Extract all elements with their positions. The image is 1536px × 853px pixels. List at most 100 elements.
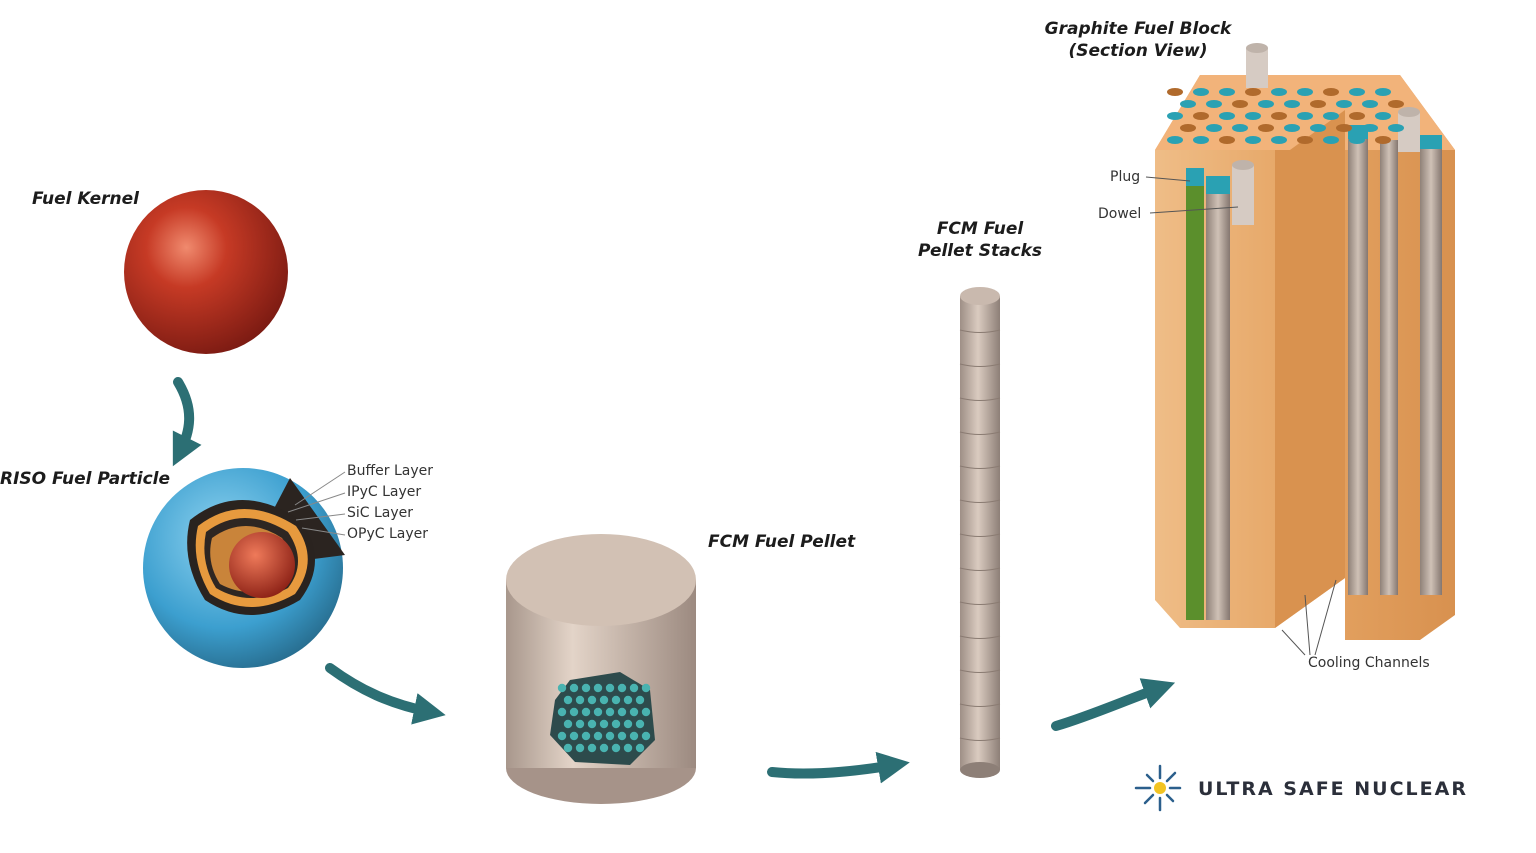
block-channel-hole	[1323, 136, 1339, 144]
pellet-particle-dot	[557, 731, 567, 741]
part-label-dowel: Dowel	[1098, 206, 1142, 222]
pellet-particle-dot	[635, 743, 645, 753]
fuel-kernel-sphere	[124, 190, 288, 354]
stack-segment-line	[959, 363, 1001, 367]
block-channel-hole	[1310, 124, 1326, 132]
arrow-stack-to-block	[1051, 678, 1176, 731]
pellet-particle-dot	[569, 707, 579, 717]
label-fcm-stacks-line1: FCM Fuel	[936, 219, 1024, 239]
block-channel-hole	[1297, 112, 1313, 120]
block-channel-hole	[1206, 124, 1222, 132]
pellet-particle-dot	[629, 707, 639, 717]
pellet-particle-dot	[581, 731, 591, 741]
block-channel-hole	[1180, 124, 1196, 132]
block-channel-hole	[1193, 112, 1209, 120]
label-fuel-kernel: Fuel Kernel	[32, 189, 139, 209]
stack-segment-line	[959, 465, 1001, 469]
pellet-particle-dot	[605, 683, 615, 693]
pellet-particle-dot	[605, 707, 615, 717]
pellet-particle-dot	[623, 743, 633, 753]
pellet-particle-dot	[563, 695, 573, 705]
triso-particle	[143, 468, 346, 668]
label-graphite-block-line2: (Section View)	[1068, 41, 1208, 61]
pellet-particle-dot	[587, 743, 597, 753]
block-channel-hole	[1167, 88, 1183, 96]
stack-segment-line	[959, 601, 1001, 605]
layer-label-ipyc: IPyC Layer	[347, 484, 422, 500]
fcm-pellet	[506, 534, 696, 804]
block-channel-hole	[1219, 88, 1235, 96]
pellet-particle-dot	[623, 695, 633, 705]
pellet-particle-dot	[599, 719, 609, 729]
arrow-particle-to-pellet	[325, 663, 446, 725]
label-fcm-stacks: FCM Fuel Pellet Stacks	[905, 218, 1055, 262]
pellet-particle-dot	[623, 719, 633, 729]
fuel-compact-green	[1186, 180, 1204, 620]
pellet-particle-dot	[617, 683, 627, 693]
pellet-particle-dot	[575, 719, 585, 729]
starburst-icon	[1134, 764, 1182, 812]
block-channel-hole	[1336, 100, 1352, 108]
block-channel-hole	[1375, 88, 1391, 96]
block-channel-hole	[1167, 136, 1183, 144]
block-channel-hole	[1284, 124, 1300, 132]
block-channel-hole	[1245, 88, 1261, 96]
pellet-particle-dot	[593, 731, 603, 741]
block-channel-hole	[1349, 112, 1365, 120]
label-fcm-pellet: FCM Fuel Pellet	[708, 532, 856, 552]
pellet-particle-dot	[575, 695, 585, 705]
block-channel-hole	[1193, 136, 1209, 144]
pellet-particle-dot	[563, 719, 573, 729]
pellet-particle-dot	[617, 731, 627, 741]
pellet-particle-dot	[617, 707, 627, 717]
pellet-particle-dot	[611, 743, 621, 753]
arrow-pellet-to-stack	[767, 751, 910, 784]
pellet-particle-dot	[641, 683, 651, 693]
pellet-particle-dot	[641, 731, 651, 741]
layer-label-sic: SiC Layer	[347, 505, 414, 521]
dowel-leader-line	[1149, 206, 1239, 214]
logo-text: ULTRA SAFE NUCLEAR	[1198, 778, 1468, 800]
block-channel-hole	[1258, 100, 1274, 108]
pellet-particle-dot	[587, 719, 597, 729]
stack-segment-line	[959, 533, 1001, 537]
stack-segment-line	[959, 567, 1001, 571]
stack-segment-line	[959, 635, 1001, 639]
pellet-particle-dot	[605, 731, 615, 741]
pellet-particle-dot	[629, 731, 639, 741]
layer-label-buffer: Buffer Layer	[347, 463, 433, 479]
plug-leader-line	[1145, 176, 1191, 182]
stack-segment-line	[959, 703, 1001, 707]
pellet-particle-dot	[635, 695, 645, 705]
block-channel-hole	[1232, 100, 1248, 108]
label-graphite-block: Graphite Fuel Block (Section View)	[1032, 18, 1244, 62]
label-triso-particle: RISO Fuel Particle	[0, 469, 171, 489]
block-channel-hole	[1258, 124, 1274, 132]
stack-segment-line	[959, 669, 1001, 673]
block-channel-hole	[1180, 100, 1196, 108]
block-channel-hole	[1336, 124, 1352, 132]
pellet-particle-dot	[611, 695, 621, 705]
label-graphite-block-line1: Graphite Fuel Block	[1044, 19, 1232, 39]
arrow-kernel-to-particle	[172, 377, 202, 467]
stack-segment-line	[959, 431, 1001, 435]
block-channel-hole	[1388, 100, 1404, 108]
block-channel-hole	[1310, 100, 1326, 108]
stack-segment-line	[959, 397, 1001, 401]
pellet-particle-dot	[587, 695, 597, 705]
block-channel-hole	[1271, 88, 1287, 96]
part-label-cooling: Cooling Channels	[1308, 655, 1430, 671]
block-channel-hole	[1323, 88, 1339, 96]
block-channel-hole	[1193, 88, 1209, 96]
label-fcm-stacks-line2: Pellet Stacks	[917, 241, 1043, 261]
block-channel-hole	[1362, 100, 1378, 108]
pellet-particle-dot	[635, 719, 645, 729]
pellet-particle-dot	[569, 731, 579, 741]
pellet-particle-dot	[557, 683, 567, 693]
pellet-particle-dot	[581, 707, 591, 717]
triso-kernel	[229, 532, 295, 598]
stack-segment-line	[959, 499, 1001, 503]
block-channel-hole	[1297, 88, 1313, 96]
block-channel-hole	[1271, 112, 1287, 120]
